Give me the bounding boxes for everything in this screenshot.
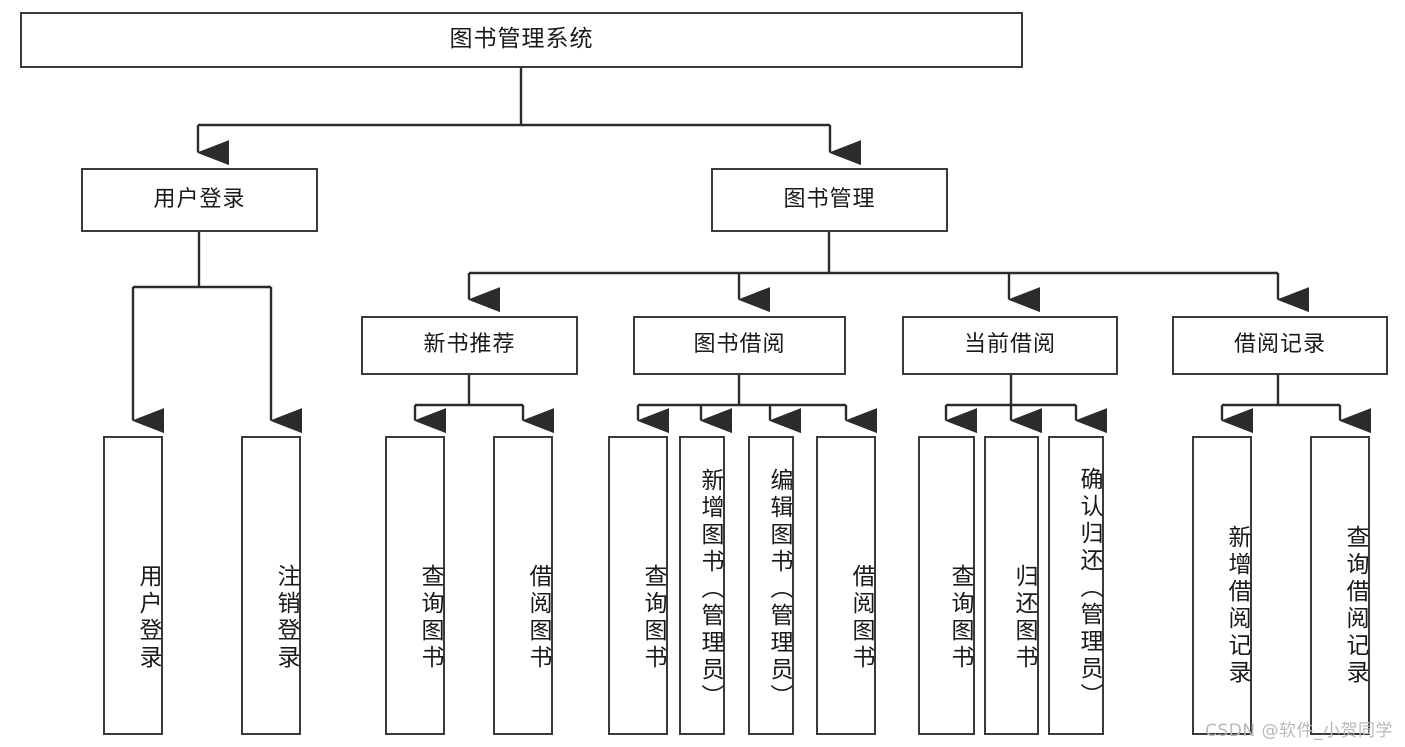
leaf-return-book[interactable]: 归还图书: [984, 436, 1039, 735]
leaf-add-book-admin[interactable]: 新增图书（管理员）: [679, 436, 725, 735]
node-current-borrow[interactable]: 当前借阅: [902, 316, 1118, 375]
node-label: 查询借阅记录: [1342, 524, 1368, 687]
leaf-query-book-borrow[interactable]: 查询图书: [608, 436, 668, 735]
node-label: 编辑图书（管理员）: [766, 468, 792, 711]
node-label: 用户登录: [135, 563, 161, 672]
node-label: 借阅图书: [525, 563, 551, 672]
node-label: 当前借阅: [963, 332, 1056, 358]
leaf-query-book-recommend[interactable]: 查询图书: [385, 436, 445, 735]
leaf-add-borrow-record[interactable]: 新增借阅记录: [1192, 436, 1252, 735]
leaf-edit-book-admin[interactable]: 编辑图书（管理员）: [748, 436, 794, 735]
node-label: 新增图书（管理员）: [697, 468, 723, 711]
leaf-query-borrow-record[interactable]: 查询借阅记录: [1310, 436, 1370, 735]
csdn-watermark: CSDN @软件_小贺同学: [1205, 721, 1393, 741]
node-label: 查询图书: [947, 563, 973, 672]
leaf-borrow-book[interactable]: 借阅图书: [816, 436, 876, 735]
node-label: 图书管理系统: [449, 26, 594, 53]
node-book-management[interactable]: 图书管理: [711, 168, 948, 232]
node-label: 新增借阅记录: [1224, 524, 1250, 687]
leaf-confirm-return-admin[interactable]: 确认归还（管理员）: [1048, 436, 1104, 735]
node-label: 借阅记录: [1233, 332, 1326, 358]
leaf-query-book-current[interactable]: 查询图书: [918, 436, 975, 735]
node-new-book-recommend[interactable]: 新书推荐: [361, 316, 578, 375]
node-label: 查询图书: [640, 563, 666, 672]
node-label: 用户登录: [153, 186, 246, 212]
node-label: 新书推荐: [423, 332, 516, 358]
node-label: 图书借阅: [693, 332, 786, 358]
leaf-user-login[interactable]: 用户登录: [103, 436, 163, 735]
node-label: 查询图书: [417, 563, 443, 672]
node-book-borrow[interactable]: 图书借阅: [633, 316, 846, 375]
node-label: 图书管理: [783, 186, 876, 212]
leaf-logout[interactable]: 注销登录: [241, 436, 301, 735]
leaf-borrow-book-recommend[interactable]: 借阅图书: [493, 436, 553, 735]
node-label: 确认归还（管理员）: [1076, 467, 1102, 710]
node-label: 注销登录: [273, 563, 299, 672]
node-user-login[interactable]: 用户登录: [81, 168, 318, 232]
node-root-book-management-system[interactable]: 图书管理系统: [20, 12, 1023, 68]
node-label: 归还图书: [1011, 563, 1037, 672]
node-borrow-record[interactable]: 借阅记录: [1172, 316, 1388, 375]
node-label: 借阅图书: [848, 563, 874, 672]
